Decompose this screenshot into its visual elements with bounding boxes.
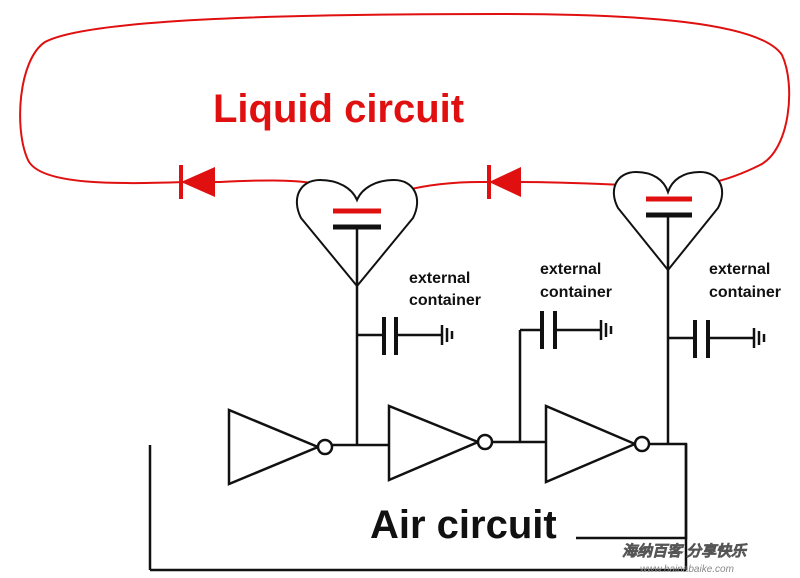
inverter-1 [227,408,322,486]
liquid-circuit-label: Liquid circuit [213,87,464,131]
liquid-circuit: Liquid circuit [19,12,791,211]
external-capacitor-1 [357,317,454,355]
watermark-text: 海纳百客 分享快乐 [622,542,748,560]
liquid-loop-wire [19,12,791,211]
external-container-label-2: external container [540,261,612,301]
external-container-label-3: external container [709,261,781,301]
external-capacitor-2 [520,311,613,349]
diode-left [181,167,215,197]
diode-right [489,167,521,197]
watermark: 海纳百客 分享快乐 www.hainabaike.com [622,542,749,575]
inverter-2-bubble [476,433,494,451]
inverter-3 [544,404,639,484]
external-container-label-1: external container [409,270,481,309]
air-circuit: Air circuit [148,330,688,572]
inverter-2 [387,404,482,482]
external-capacitor-3 [668,320,766,358]
heart-container-left [295,178,419,445]
air-circuit-label: Air circuit [370,503,557,547]
ground-icon [599,320,613,340]
ground-icon [440,325,454,345]
heart-container-right [612,170,724,445]
watermark-url: www.hainabaike.com [640,564,734,575]
inverter-1-bubble [316,438,334,456]
ground-icon [752,328,766,348]
inverter-3-bubble [633,435,651,453]
